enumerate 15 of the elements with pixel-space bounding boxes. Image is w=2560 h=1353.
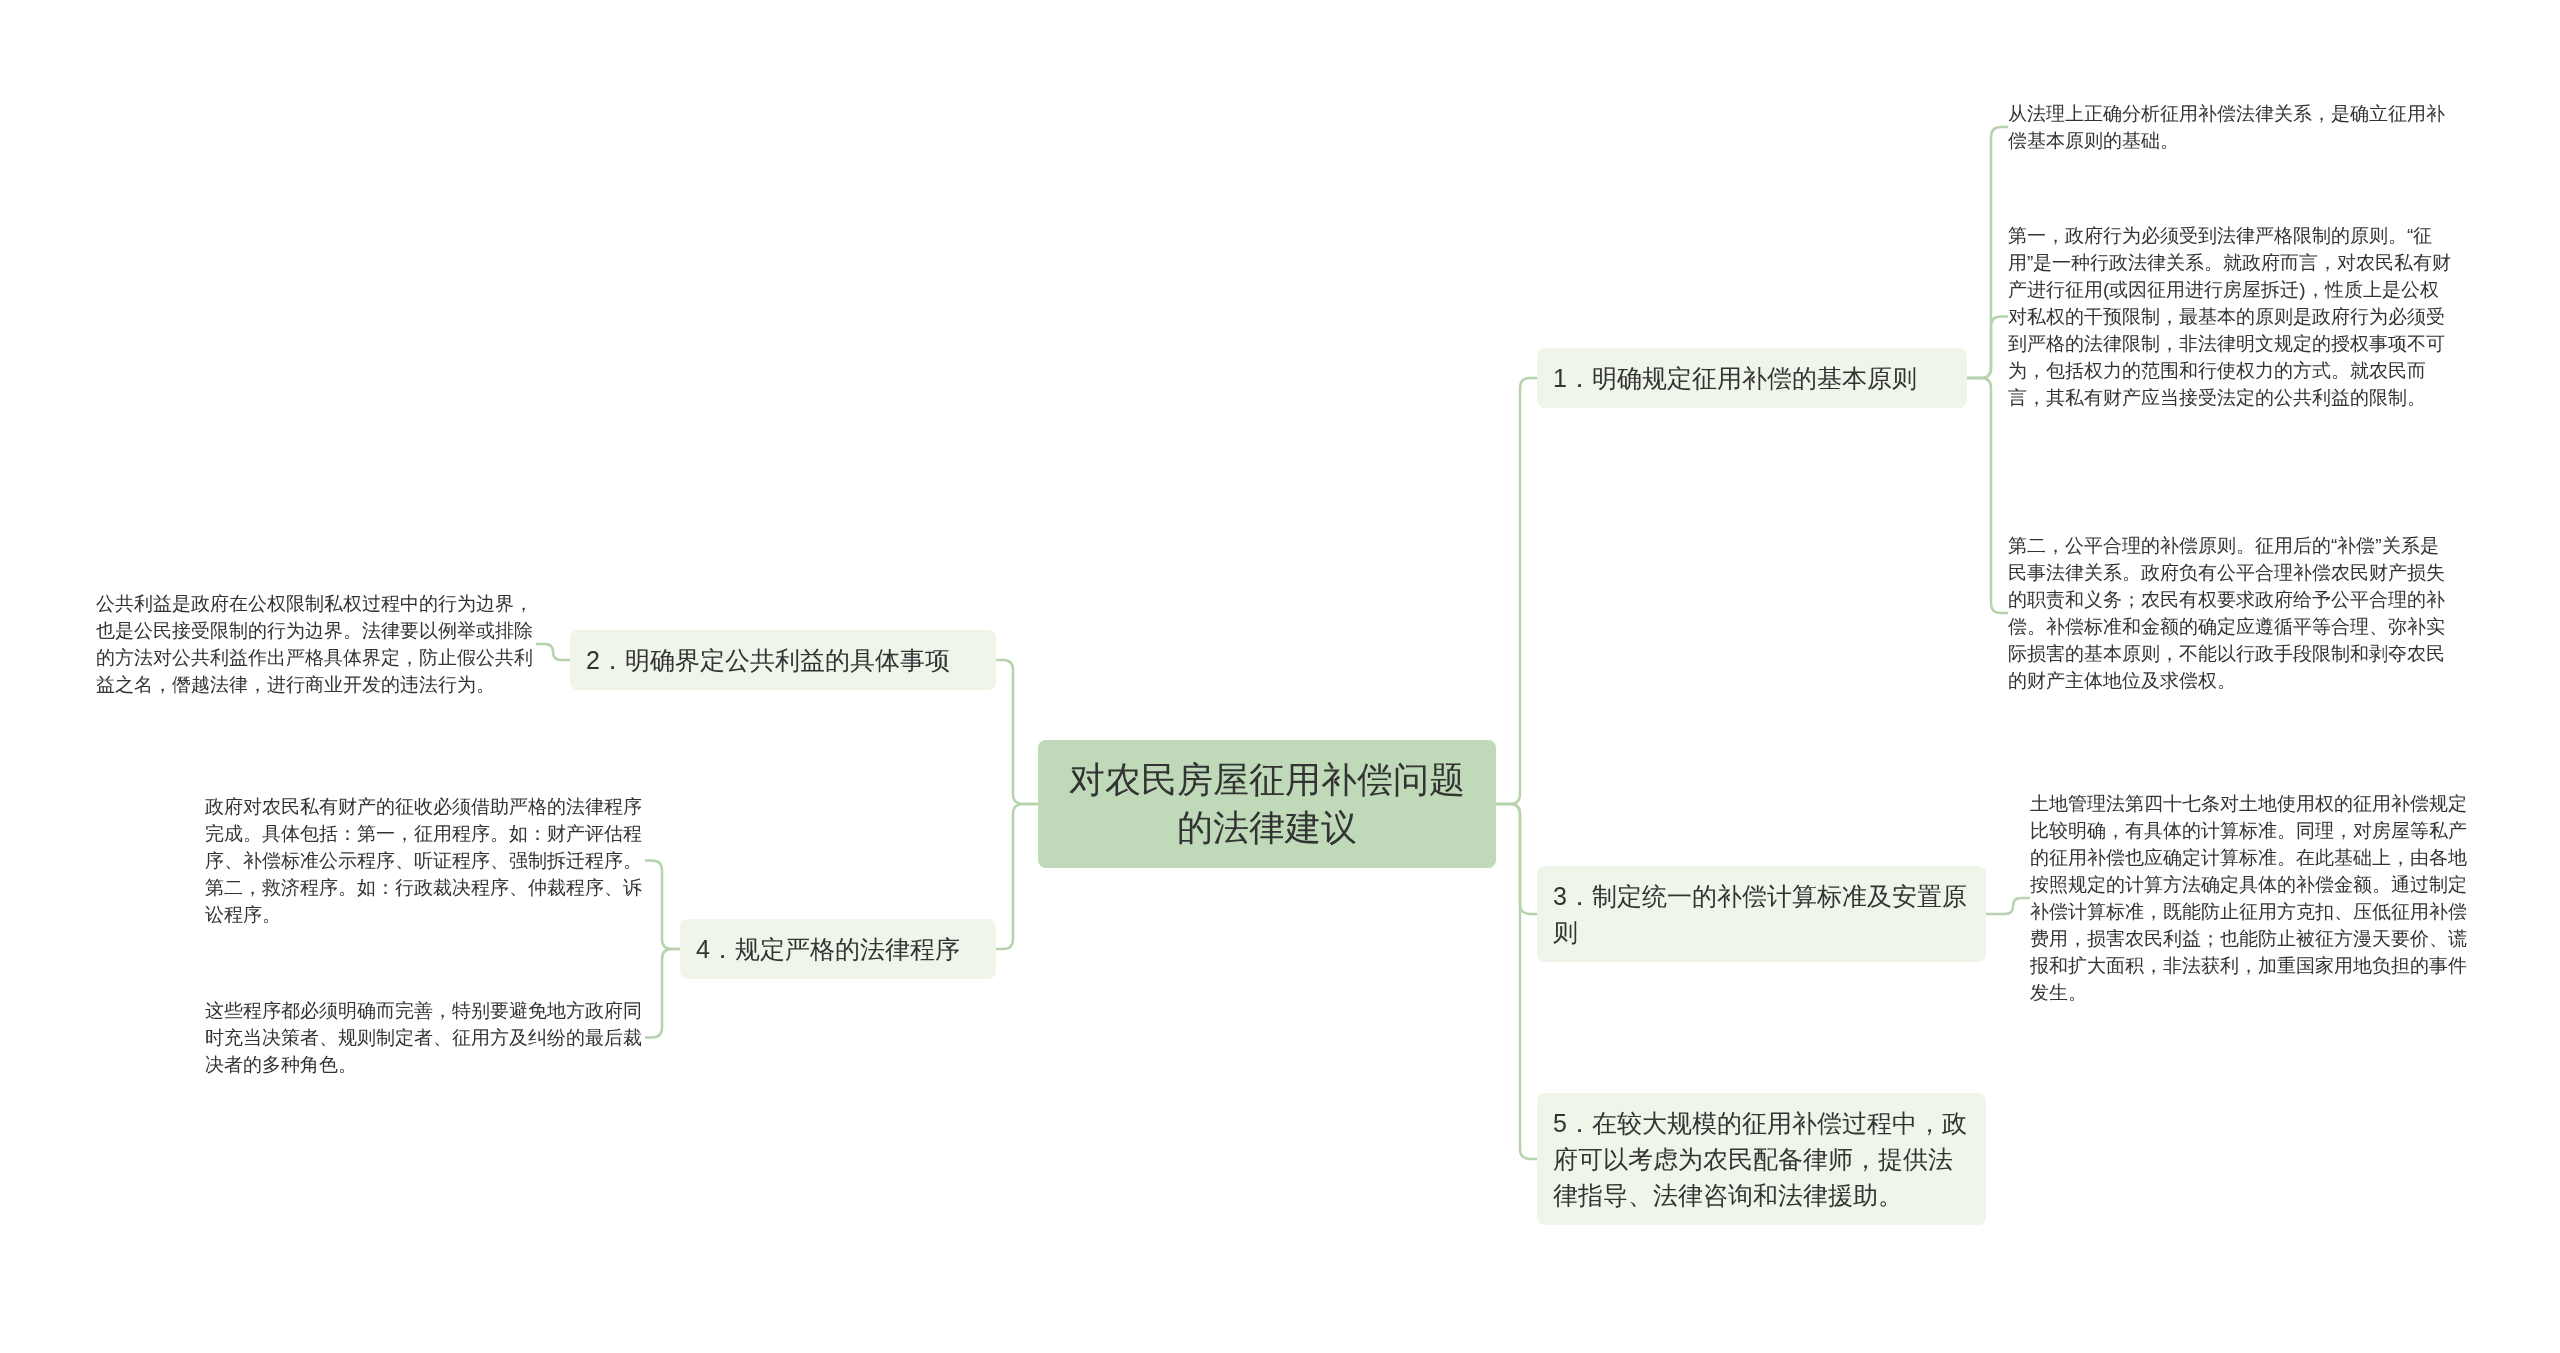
note-text: 土地管理法第四十七条对土地使用权的征用补偿规定比较明确，有具体的计算标准。同理，对房屋等私产的征用补偿也应确定计算标准。在此基础上，由各地按照规定的计算方法确定具体的补偿金额。通过制定补偿计算标准，既能防止征用方克扣、压低征用补偿费用，损害农民利益；也能防止被征方漫天要价、谎报和扩大面积，非法获利，加重国家用地负担的事件发生。: [2030, 790, 2475, 1006]
connector-line: [1986, 896, 2030, 916]
connector-line: [536, 642, 570, 662]
topic-box: 2．明确界定公共利益的具体事项: [570, 630, 996, 690]
note-text: 公共利益是政府在公权限制私权过程中的行为边界，也是公民接受限制的行为边界。法律要以例举或排除的方法对公共利益作出严格具体界定，防止假公共利益之名，僭越法律，进行商业开发的违法行为。: [96, 590, 536, 698]
note-text: 政府对农民私有财产的征收必须借助严格的法律程序完成。具体包括：第一，征用程序。如：财产评估程序、补偿标准公示程序、听证程序、强制拆迁程序。第二，救济程序。如：行政裁决程序、仲裁程序、诉讼程序。: [205, 793, 645, 928]
note-text: 从法理上正确分析征用补偿法律关系，是确立征用补偿基本原则的基础。: [2008, 100, 2453, 154]
note-text: 第一，政府行为必须受到法律严格限制的原则。“征用”是一种行政法律关系。就政府而言，对农民私有财产进行征用(或因征用进行房屋拆迁)，性质上是公权对私权的干预限制，最基本的原则是政府行为必须受到严格的法律限制，非法律明文规定的授权事项不可为，包括权力的范围和行使权力的方式。就农民而言，其私有财产应当接受法定的公共利益的限制。: [2008, 222, 2453, 411]
topic-box: 1．明确规定征用补偿的基本原则: [1537, 348, 1967, 408]
topic-box: 4．规定严格的法律程序: [680, 919, 996, 979]
note-text: 第二，公平合理的补偿原则。征用后的“补偿”关系是民事法律关系。政府负有公平合理补偿农民财产损失的职责和义务；农民有权要求政府给予公平合理的补偿。补偿标准和金额的确定应遵循平等合理、弥补实际损害的基本原则，不能以行政手段限制和剥夺农民的财产主体地位及求偿权。: [2008, 532, 2453, 694]
topic-box: 3．制定统一的补偿计算标准及安置原则: [1537, 866, 1986, 962]
note-text: 这些程序都必须明确而完善，特别要避免地方政府同时充当决策者、规则制定者、征用方及纠纷的最后裁决者的多种角色。: [205, 997, 645, 1078]
topic-box: 5．在较大规模的征用补偿过程中，政府可以考虑为农民配备律师，提供法律指导、法律咨询和法律援助。: [1537, 1093, 1986, 1225]
central-topic-box: 对农民房屋征用补偿问题的法律建议: [1038, 740, 1496, 868]
